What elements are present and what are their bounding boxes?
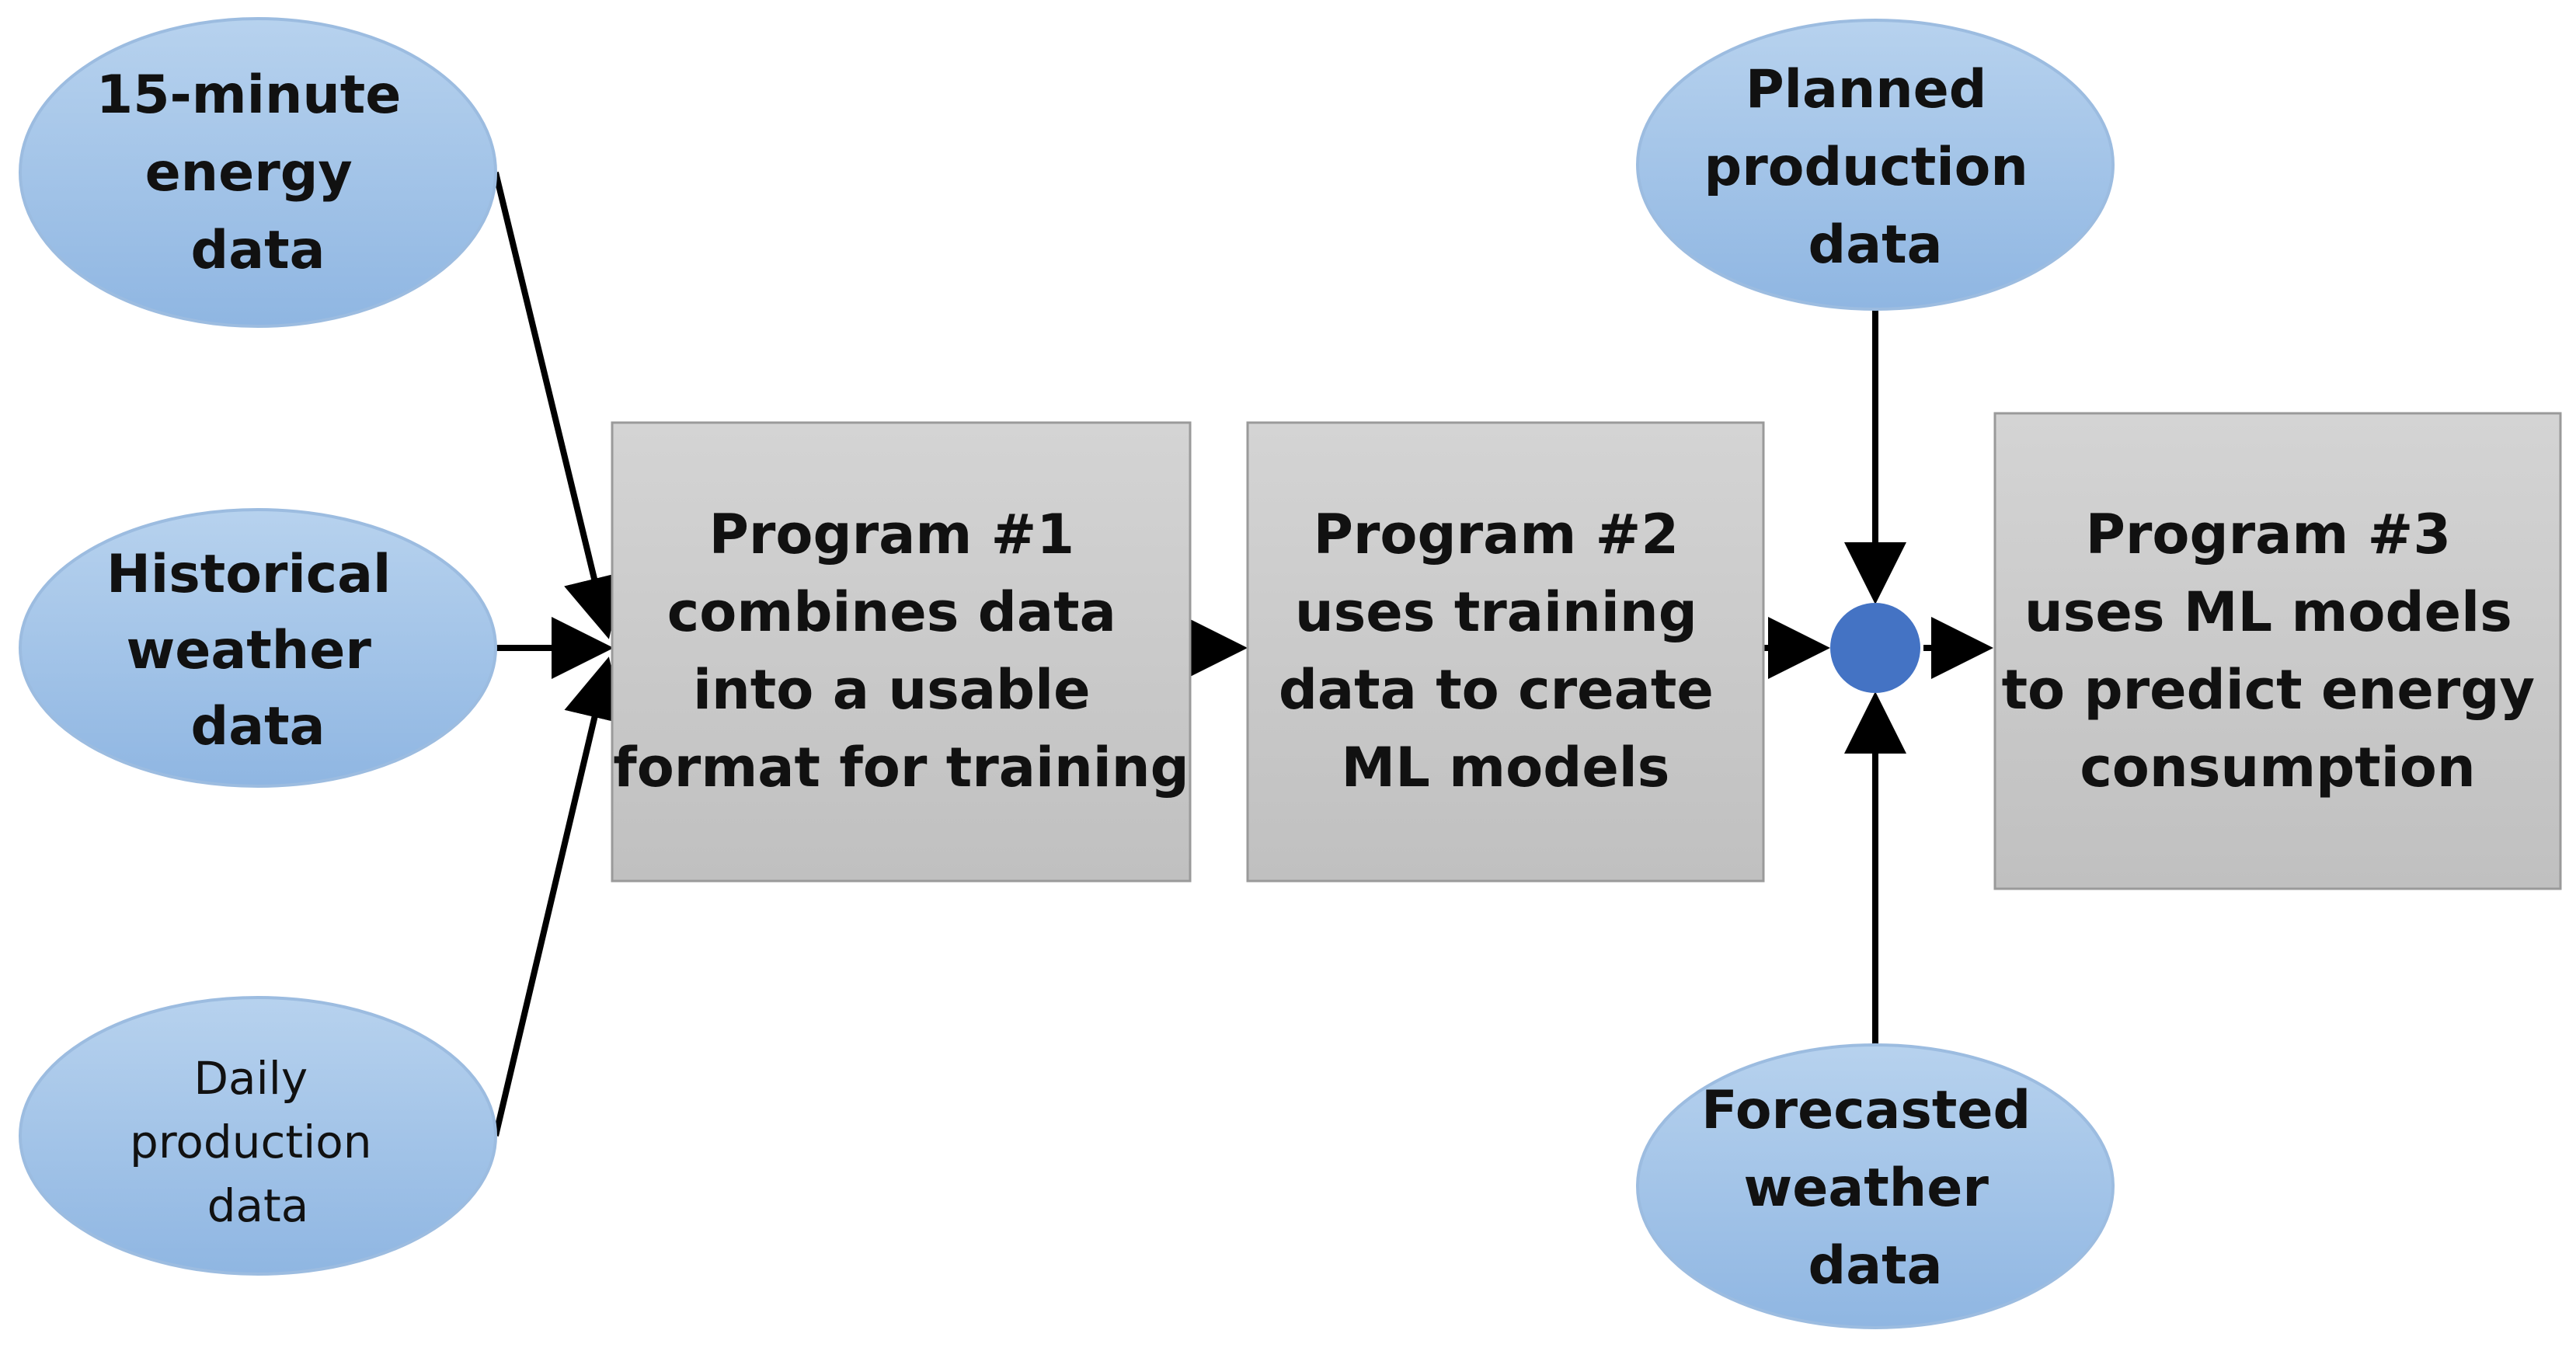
oval-line: data — [1808, 214, 1943, 276]
oval-line: production — [130, 1116, 371, 1168]
box-line: uses ML models — [2024, 580, 2512, 644]
input-energy-data: 15-minute energy data — [19, 17, 497, 328]
box-line: to predict energy — [2002, 658, 2536, 722]
oval-line: energy — [145, 142, 353, 204]
program-box — [1246, 421, 1765, 883]
input-forecasted-weather-data: Forecasted weather data — [1636, 1043, 2115, 1329]
connectors — [493, 172, 1993, 1137]
input-oval — [19, 17, 497, 328]
svg-text:Forecasted weather: Forecasted weather data — [1701, 1080, 2049, 1297]
box-line: uses training — [1295, 580, 1697, 644]
input-daily-production-data: Daily production data — [19, 996, 497, 1276]
box-line: format for training — [613, 736, 1189, 799]
oval-line: data — [1808, 1235, 1943, 1297]
box-line: Program #1 — [709, 503, 1074, 566]
input-oval — [1636, 19, 2115, 311]
box-line: combines data — [667, 580, 1116, 644]
svg-text:Program #2 uses training: Program #2 uses training data to create … — [1279, 503, 1732, 799]
svg-text:Historical weather: Historical weather data — [106, 544, 409, 757]
oval-line: data — [191, 696, 325, 757]
input-oval — [19, 996, 497, 1276]
junction-node — [1830, 603, 1920, 693]
oval-line: 15-minute — [96, 64, 401, 126]
box-line: consumption — [2080, 736, 2475, 799]
oval-line: weather — [1743, 1158, 1989, 1219]
oval-line: Forecasted — [1701, 1080, 2031, 1141]
oval-line: Planned — [1746, 59, 1987, 120]
box-line: Program #2 — [1314, 503, 1679, 566]
input-oval — [19, 508, 497, 788]
oval-line: weather — [126, 620, 371, 681]
svg-text:15-minute energy d: 15-minute energy data — [96, 64, 419, 281]
svg-text:Daily production d: Daily production data — [130, 1052, 386, 1232]
arrow-daily-production-to-program1 — [493, 656, 625, 1137]
svg-text:Program #1 combines data: Program #1 combines data into a usable f… — [613, 503, 1189, 799]
program1-box: Program #1 combines data into a usable f… — [611, 421, 1192, 883]
oval-line: production — [1704, 137, 2028, 198]
svg-text:Program #3 uses ML model: Program #3 uses ML models to predict ene… — [2002, 503, 2554, 799]
arrow-energy-to-program1 — [493, 172, 625, 639]
program-box — [611, 421, 1192, 883]
oval-line: Historical — [106, 544, 391, 605]
oval-line: data — [207, 1179, 309, 1232]
box-line: into a usable — [693, 658, 1091, 722]
oval-line: data — [191, 220, 325, 281]
box-line: Program #3 — [2086, 503, 2451, 566]
program2-box: Program #2 uses training data to create … — [1246, 421, 1765, 883]
program-box — [1993, 412, 2562, 890]
oval-line: Daily — [193, 1052, 308, 1105]
input-historical-weather-data: Historical weather data — [19, 508, 497, 788]
input-planned-production-data: Planned production data — [1636, 19, 2115, 311]
program3-box: Program #3 uses ML models to predict ene… — [1993, 412, 2562, 890]
svg-text:Planned production: Planned production data — [1704, 59, 2047, 276]
box-line: data to create — [1279, 658, 1714, 722]
box-line: ML models — [1342, 736, 1670, 799]
input-oval — [1636, 1043, 2115, 1329]
